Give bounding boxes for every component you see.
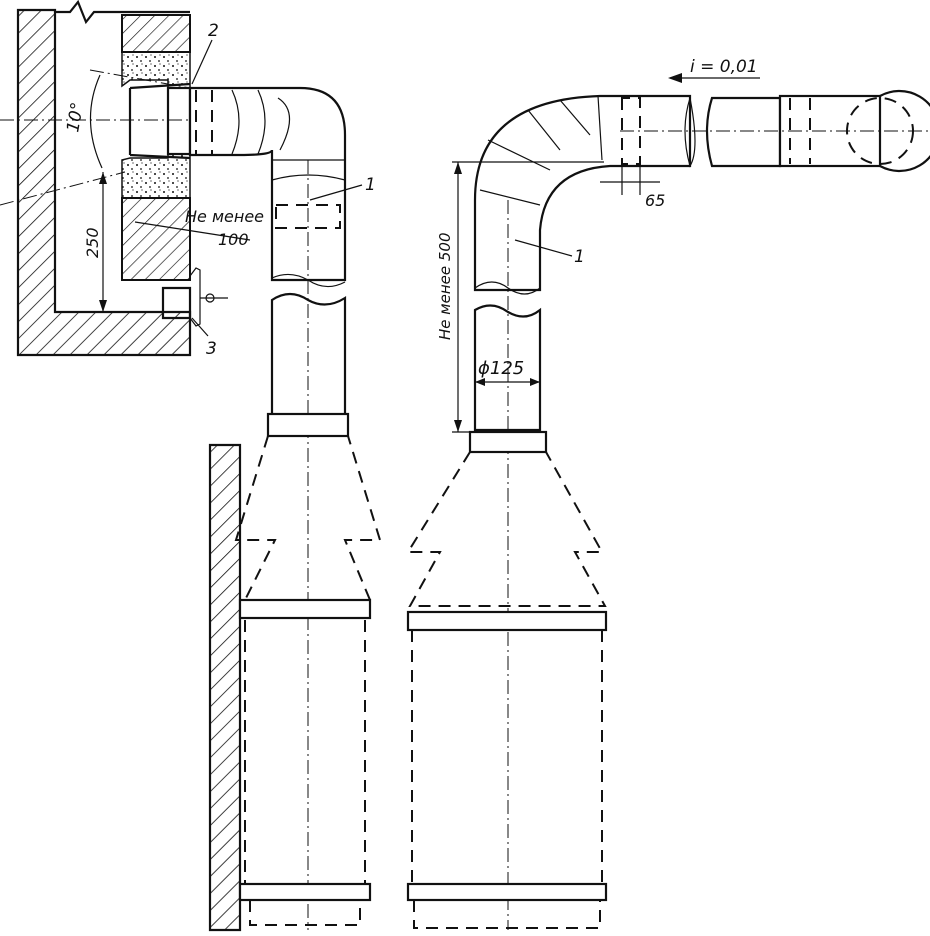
dim-65-lines [600, 165, 660, 195]
right-water-heater [406, 430, 608, 929]
lower-band [238, 882, 372, 902]
right-break-left [684, 97, 696, 168]
right-elbow-pipe [473, 94, 692, 292]
body-outline-dashed [244, 620, 366, 885]
slope-label: i = 0,01 [690, 57, 758, 77]
dim-100-label: 100 [218, 230, 249, 249]
upper-band [238, 598, 372, 620]
right-elbow-segments [479, 95, 603, 206]
right-lower-band [406, 882, 608, 902]
left-water-heater [208, 412, 382, 932]
wall-sleeve [128, 82, 191, 160]
callout-2: 2 [208, 21, 219, 41]
dim-65-label: 65 [645, 191, 665, 210]
dim-500-label: Не менее 500 [436, 233, 454, 340]
right-body-outline [411, 630, 603, 885]
left-elbow-pipe [188, 86, 347, 282]
vertical-socket-dashed [275, 204, 341, 229]
angle-label: 10° [63, 101, 88, 134]
angle-arc [89, 74, 103, 169]
elbow-segments [231, 89, 346, 181]
cleanout-frame [189, 267, 201, 327]
callout-1-left: 1 [365, 175, 376, 195]
brick-column-upper [121, 14, 191, 53]
callout-3: 3 [206, 339, 217, 359]
right-horizontal-pipe [705, 96, 782, 168]
right-upper-band [406, 610, 608, 632]
sleeve-flange [166, 86, 192, 156]
right-base-outline [413, 900, 601, 929]
side-wall [208, 443, 242, 932]
brick-column-lower [121, 197, 191, 281]
left-flue-pipe: 1 [188, 86, 376, 930]
leader-100 [134, 221, 251, 241]
break-mark [55, 0, 190, 25]
right-flue-pipe: i = 0,01 65 1 Не менее 500 ϕ125 [436, 57, 930, 930]
right-socket-inner [789, 98, 811, 164]
dim-250-label: 250 [83, 227, 102, 258]
callout-1-right: 1 [574, 247, 585, 267]
wall-entry-ring [879, 89, 930, 173]
right-lower-pipe [473, 304, 542, 432]
chimney-section: 10° 250 Не менее 100 2 3 [0, 0, 340, 359]
base-outline [249, 900, 361, 926]
not-less-label: Не менее [185, 207, 264, 226]
right-draft-hood-collar [468, 430, 548, 454]
socket-dashed [195, 90, 213, 154]
right-socket-dashed [621, 97, 641, 165]
right-draft-hood-outline [406, 451, 607, 607]
angle-ray-upper [89, 69, 191, 89]
draft-hood-collar [266, 412, 350, 438]
diameter-label: ϕ125 [478, 358, 524, 379]
right-break-top [474, 281, 541, 295]
